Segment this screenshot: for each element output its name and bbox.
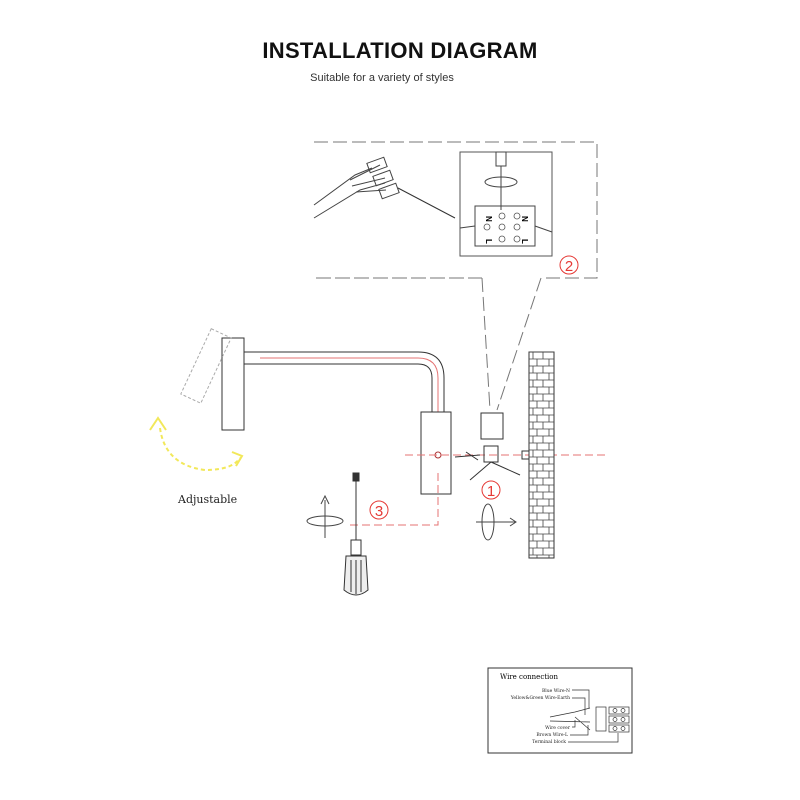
adjust-arrows — [149, 416, 244, 472]
terminal-detail: N N L L — [459, 151, 553, 257]
wire-connection-panel: Wire connection Blue Wire-N Yellow&Green… — [487, 667, 633, 754]
adjustable-label: Adjustable — [177, 493, 237, 506]
guide-lines — [350, 454, 608, 526]
wire-connector-illustration — [313, 156, 456, 219]
wall-base — [420, 411, 452, 495]
label-brown-wire: Brown Wire-L — [536, 732, 568, 738]
page-title: INSTALLATION DIAGRAM — [262, 38, 538, 63]
step-1-marker: 1 — [481, 480, 501, 500]
label-wire-cover: Wire cover — [545, 725, 571, 731]
brick-wall — [528, 351, 555, 559]
terminal-n-right: N — [520, 216, 529, 222]
svg-text:2: 2 — [565, 258, 573, 275]
screwdriver-icon — [343, 472, 369, 596]
page-subtitle: Suitable for a variety of styles — [310, 72, 454, 84]
label-blue-wire: Blue Wire-N — [542, 688, 570, 694]
lamp-arm — [244, 351, 445, 412]
terminal-l-right: L — [520, 239, 529, 244]
terminal-n-left: N — [484, 216, 493, 222]
terminal-l-left: L — [484, 239, 493, 244]
step-3-marker: 3 — [369, 500, 389, 520]
svg-text:1: 1 — [487, 483, 495, 500]
label-earth-wire: Yellow&Green Wire-Earth — [510, 695, 570, 701]
rotate-screw-icon — [306, 494, 344, 538]
step-2-marker: 2 — [559, 255, 579, 275]
lamp-head — [180, 328, 245, 431]
svg-text:3: 3 — [375, 503, 383, 520]
label-terminal-block: Terminal block — [532, 739, 566, 745]
rotate-arrow-icon — [476, 503, 517, 541]
detail-box — [314, 141, 598, 411]
wire-connection-title: Wire connection — [500, 673, 559, 681]
